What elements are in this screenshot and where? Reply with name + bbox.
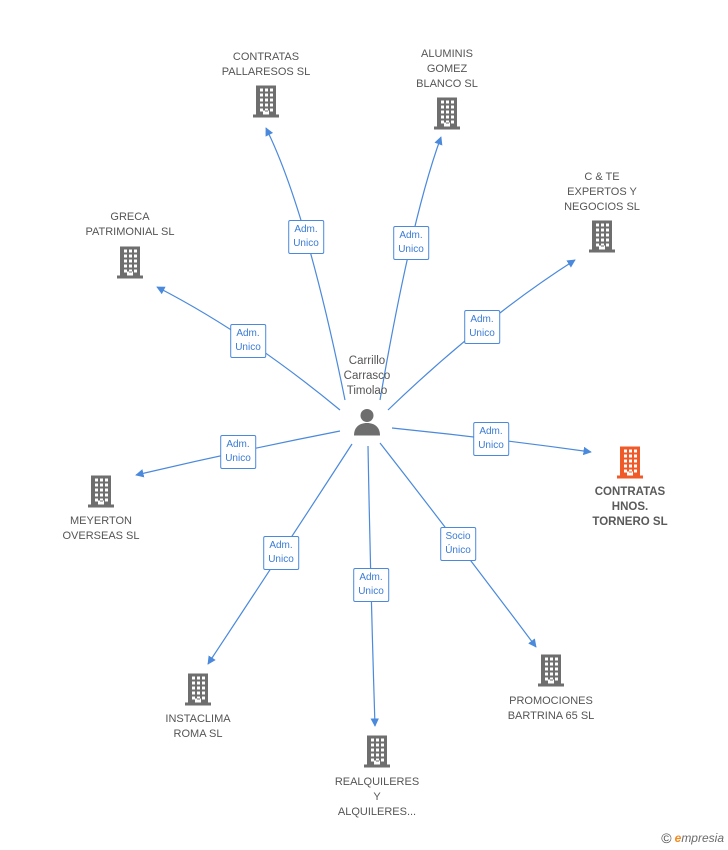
person-icon[interactable] <box>352 407 382 442</box>
company-label-realquileres[interactable]: REALQUILERES Y ALQUILERES... <box>334 776 420 818</box>
company-label-greca-patrimonial[interactable]: GRECA PATRIMONIAL SL <box>85 211 175 238</box>
edge-label-instaclima-roma[interactable]: Adm. Unico <box>263 536 299 570</box>
edge-label-aluminis-gomez[interactable]: Adm. Unico <box>393 226 429 260</box>
building-icon[interactable] <box>614 445 646 484</box>
company-label-promociones-bartrina[interactable]: PROMOCIONES BARTRINA 65 SL <box>507 695 595 722</box>
edge-label-promociones-bartrina[interactable]: Socio Único <box>440 527 476 561</box>
edge-label-greca-patrimonial[interactable]: Adm. Unico <box>230 324 266 358</box>
building-icon[interactable] <box>114 245 146 284</box>
center-person-label[interactable]: Carrillo Carrasco Timolao <box>343 355 391 397</box>
company-label-instaclima-roma[interactable]: INSTACLIMA ROMA SL <box>165 713 231 740</box>
building-icon[interactable] <box>361 734 393 773</box>
edge-label-meyerton-overseas[interactable]: Adm. Unico <box>220 435 256 469</box>
company-label-c-te-expertos[interactable]: C & TE EXPERTOS Y NEGOCIOS SL <box>564 171 640 213</box>
copyright-symbol: © <box>661 830 672 846</box>
company-label-contratas-pallaresos[interactable]: CONTRATAS PALLARESOS SL <box>221 51 311 78</box>
building-icon[interactable] <box>586 219 618 258</box>
watermark: © empresia <box>661 830 724 846</box>
company-label-contratas-hnos-tornero[interactable]: CONTRATAS HNOS. TORNERO SL <box>592 486 668 528</box>
building-icon[interactable] <box>535 653 567 692</box>
company-label-aluminis-gomez[interactable]: ALUMINIS GOMEZ BLANCO SL <box>416 48 478 90</box>
building-icon[interactable] <box>182 672 214 711</box>
edge-label-c-te-expertos[interactable]: Adm. Unico <box>464 310 500 344</box>
edge-contratas-pallaresos <box>265 127 346 401</box>
building-icon[interactable] <box>431 96 463 135</box>
building-icon[interactable] <box>250 84 282 123</box>
edge-label-realquileres[interactable]: Adm. Unico <box>353 568 389 602</box>
building-icon[interactable] <box>85 474 117 513</box>
edge-label-contratas-pallaresos[interactable]: Adm. Unico <box>288 220 324 254</box>
edge-label-contratas-hnos-tornero[interactable]: Adm. Unico <box>473 422 509 456</box>
brand-logo: empresia <box>674 831 724 845</box>
company-label-meyerton-overseas[interactable]: MEYERTON OVERSEAS SL <box>62 515 140 542</box>
